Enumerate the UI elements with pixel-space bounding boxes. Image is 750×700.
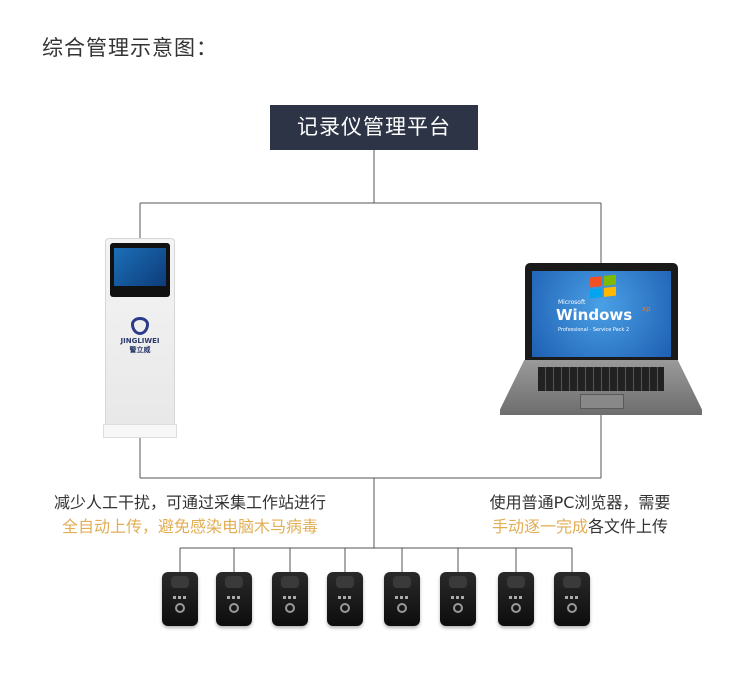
touchpad <box>580 394 624 409</box>
laptop-pc: Microsoft Windows xp Professional · Serv… <box>500 263 702 415</box>
body-camera-recorder <box>327 572 363 626</box>
badge-icon <box>229 603 239 613</box>
badge-icon <box>285 603 295 613</box>
body-camera-recorder <box>440 572 476 626</box>
badge-icon <box>567 603 577 613</box>
body-camera-recorder <box>554 572 590 626</box>
kiosk-brand: JINGLIWEI <box>120 337 160 345</box>
os-vendor: Microsoft <box>558 299 586 306</box>
badge-icon <box>397 603 407 613</box>
windows-logo-icon <box>590 274 616 299</box>
keyboard <box>538 367 664 391</box>
camera-lens-icon <box>225 576 243 588</box>
body-camera-recorder <box>384 572 420 626</box>
caption-workstation-line1: 减少人工干扰，可通过采集工作站进行 <box>53 493 326 512</box>
badge-icon <box>175 603 185 613</box>
management-platform-box: 记录仪管理平台 <box>270 105 478 150</box>
caption-pc: 使用普通PC浏览器，需要 手动逐一完成各文件上传 <box>440 491 720 539</box>
laptop-screen: Microsoft Windows xp Professional · Serv… <box>532 271 671 357</box>
camera-lens-icon <box>336 576 354 588</box>
camera-lens-icon <box>393 576 411 588</box>
camera-lens-icon <box>281 576 299 588</box>
caption-pc-line2: 各文件上传 <box>588 517 669 536</box>
caption-workstation: 减少人工干扰，可通过采集工作站进行 全自动上传，避免感染电脑木马病毒 <box>20 491 360 539</box>
os-subtitle: Professional · Service Pack 2 <box>558 327 630 333</box>
camera-lens-icon <box>171 576 189 588</box>
diagram-heading: 综合管理示意图： <box>42 36 218 60</box>
os-name: Windows <box>556 306 633 324</box>
badge-icon <box>453 603 463 613</box>
camera-lens-icon <box>507 576 525 588</box>
body-camera-recorder <box>162 572 198 626</box>
caption-workstation-highlight: 全自动上传，避免感染电脑木马病毒 <box>61 517 318 536</box>
kiosk-screen <box>110 243 170 297</box>
os-edition: xp <box>642 305 651 313</box>
caption-pc-highlight: 手动逐一完成 <box>491 517 588 536</box>
body-camera-recorder <box>216 572 252 626</box>
badge-icon <box>340 603 350 613</box>
shield-logo-icon <box>131 317 149 335</box>
camera-lens-icon <box>563 576 581 588</box>
camera-lens-icon <box>449 576 467 588</box>
body-camera-recorder <box>498 572 534 626</box>
badge-icon <box>511 603 521 613</box>
body-camera-recorder <box>272 572 308 626</box>
caption-pc-line1: 使用普通PC浏览器，需要 <box>489 493 671 512</box>
kiosk-brand-cn: 警立威 <box>129 346 151 354</box>
